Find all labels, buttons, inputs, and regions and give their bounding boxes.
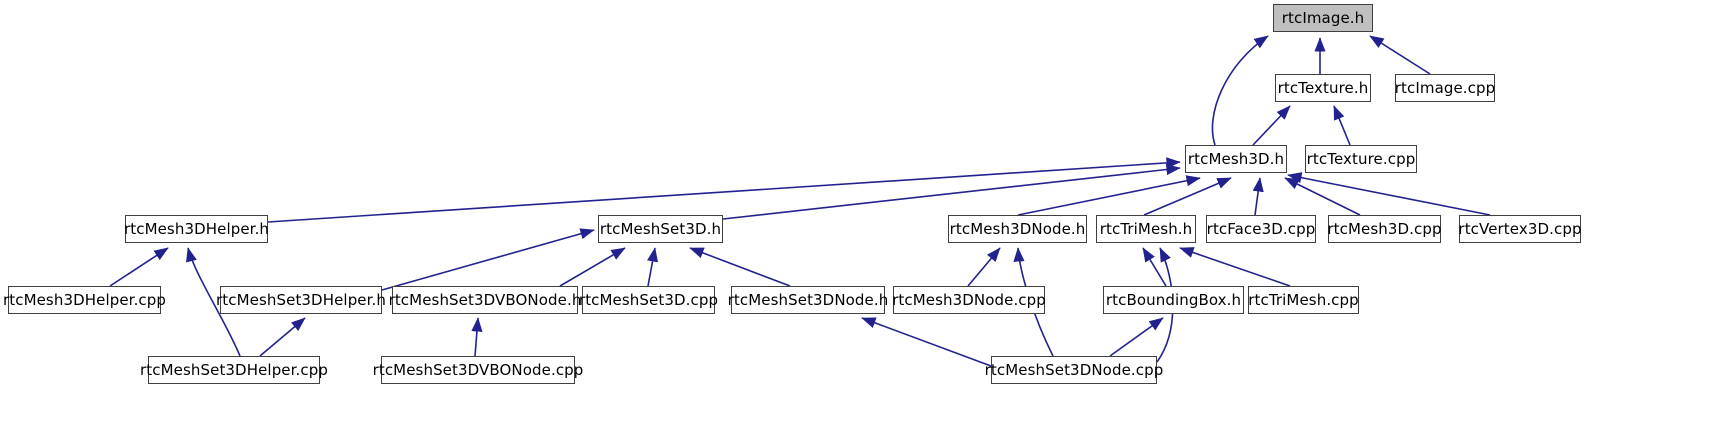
graph-node-rtcmesh3d-cpp[interactable]: rtcMesh3D.cpp bbox=[1327, 215, 1442, 243]
graph-node-label: rtcFace3D.cpp bbox=[1206, 219, 1316, 238]
dependency-edge bbox=[1179, 247, 1291, 287]
graph-node-label: rtcMeshSet3DNode.cpp bbox=[984, 360, 1164, 379]
dependency-edge bbox=[689, 247, 791, 287]
dependency-edge bbox=[559, 247, 626, 287]
graph-node-label: rtcTriMesh.h bbox=[1099, 219, 1193, 238]
dependency-edge bbox=[267, 157, 1181, 223]
graph-node-rtctexture-h[interactable]: rtcTexture.h bbox=[1275, 74, 1371, 102]
graph-node-rtcface3d-cpp[interactable]: rtcFace3D.cpp bbox=[1206, 215, 1316, 243]
dependency-edge bbox=[1109, 317, 1164, 357]
graph-node-label: rtcMesh3DNode.h bbox=[949, 219, 1086, 238]
graph-node-rtctrimesh-h[interactable]: rtcTriMesh.h bbox=[1096, 215, 1196, 243]
dependency-edge bbox=[1287, 172, 1491, 216]
graph-node-label: rtcTexture.cpp bbox=[1306, 149, 1416, 168]
graph-node-label: rtcTexture.h bbox=[1277, 78, 1369, 97]
graph-node-label: rtcMeshSet3DNode.h bbox=[727, 290, 889, 309]
graph-node-label: rtcMesh3DNode.cpp bbox=[892, 290, 1046, 309]
graph-node-label: rtcMesh3DHelper.cpp bbox=[2, 290, 167, 309]
graph-node-label: rtcMeshSet3DVBONode.cpp bbox=[372, 360, 584, 379]
graph-node-rtcmeshset3dhelper-cpp[interactable]: rtcMeshSet3DHelper.cpp bbox=[140, 356, 328, 384]
graph-node-label: rtcMeshSet3DHelper.h bbox=[216, 290, 387, 309]
graph-node-rtcboundingbox-h[interactable]: rtcBoundingBox.h bbox=[1103, 286, 1244, 314]
graph-node-label: rtcImage.cpp bbox=[1394, 78, 1496, 97]
dependency-edge bbox=[722, 163, 1181, 220]
graph-node-rtcmeshset3dhelper-h[interactable]: rtcMeshSet3DHelper.h bbox=[216, 286, 386, 314]
graph-node-rtcvertex3d-cpp[interactable]: rtcVertex3D.cpp bbox=[1458, 215, 1582, 243]
graph-node-label: rtcMeshSet3DVBONode.h bbox=[388, 290, 582, 309]
dependency-edge bbox=[647, 247, 659, 287]
graph-node-rtcmesh3dhelper-h[interactable]: rtcMesh3DHelper.h bbox=[123, 215, 270, 243]
graph-node-label: rtcMeshSet3D.h bbox=[599, 219, 722, 238]
graph-node-rtctexture-cpp[interactable]: rtcTexture.cpp bbox=[1305, 145, 1417, 173]
dependency-edge bbox=[1252, 177, 1264, 216]
graph-node-label: rtcMeshSet3D.cpp bbox=[578, 290, 719, 309]
graph-node-rtcmesh3dnode-cpp[interactable]: rtcMesh3DNode.cpp bbox=[892, 286, 1046, 314]
graph-node-label: rtcTriMesh.cpp bbox=[1248, 290, 1359, 309]
dependency-edge bbox=[1284, 177, 1361, 216]
dependency-edge bbox=[861, 317, 992, 367]
graph-node-label: rtcMesh3DHelper.h bbox=[123, 219, 270, 238]
graph-node-rtcmeshset3dvbonode-h[interactable]: rtcMeshSet3DVBONode.h bbox=[389, 286, 581, 314]
dependency-edge bbox=[381, 228, 595, 291]
graph-node-rtcmeshset3d-cpp[interactable]: rtcMeshSet3D.cpp bbox=[578, 286, 719, 314]
graph-node-rtcimage-h[interactable]: rtcImage.h bbox=[1273, 4, 1373, 32]
graph-node-rtcmesh3dnode-h[interactable]: rtcMesh3DNode.h bbox=[948, 215, 1087, 243]
graph-node-rtctrimesh-cpp[interactable]: rtcTriMesh.cpp bbox=[1248, 286, 1359, 314]
dependency-edge bbox=[259, 317, 306, 357]
graph-node-label: rtcMeshSet3DHelper.cpp bbox=[140, 360, 328, 379]
dependency-edge bbox=[1143, 177, 1232, 216]
dependency-edge bbox=[1252, 105, 1291, 146]
dependency-edge bbox=[1142, 247, 1167, 287]
dependency-edge bbox=[1333, 105, 1351, 146]
graph-node-rtcmesh3dhelper-cpp[interactable]: rtcMesh3DHelper.cpp bbox=[3, 286, 166, 314]
graph-node-rtcmeshset3d-h[interactable]: rtcMeshSet3D.h bbox=[598, 215, 723, 243]
dependency-edge bbox=[1369, 35, 1431, 75]
graph-node-rtcmesh3d-h[interactable]: rtcMesh3D.h bbox=[1185, 145, 1287, 173]
graph-node-rtcmeshset3dvbonode-cpp[interactable]: rtcMeshSet3DVBONode.cpp bbox=[373, 356, 583, 384]
graph-node-rtcmeshset3dnode-h[interactable]: rtcMeshSet3DNode.h bbox=[728, 286, 888, 314]
dependency-edge bbox=[1017, 175, 1201, 216]
dependency-edge bbox=[967, 247, 1001, 287]
dependency-edge bbox=[109, 247, 169, 287]
graph-node-label: rtcVertex3D.cpp bbox=[1458, 219, 1582, 238]
dependency-edge bbox=[1211, 35, 1269, 146]
graph-node-label: rtcMesh3D.h bbox=[1187, 149, 1285, 168]
graph-node-label: rtcImage.h bbox=[1281, 8, 1365, 27]
dependency-edge bbox=[471, 317, 483, 357]
dependency-edge bbox=[186, 247, 241, 357]
graph-node-rtcimage-cpp[interactable]: rtcImage.cpp bbox=[1395, 74, 1495, 102]
graph-node-rtcmeshset3dnode-cpp[interactable]: rtcMeshSet3DNode.cpp bbox=[985, 356, 1163, 384]
graph-node-label: rtcMesh3D.cpp bbox=[1327, 219, 1442, 238]
graph-node-label: rtcBoundingBox.h bbox=[1105, 290, 1242, 309]
